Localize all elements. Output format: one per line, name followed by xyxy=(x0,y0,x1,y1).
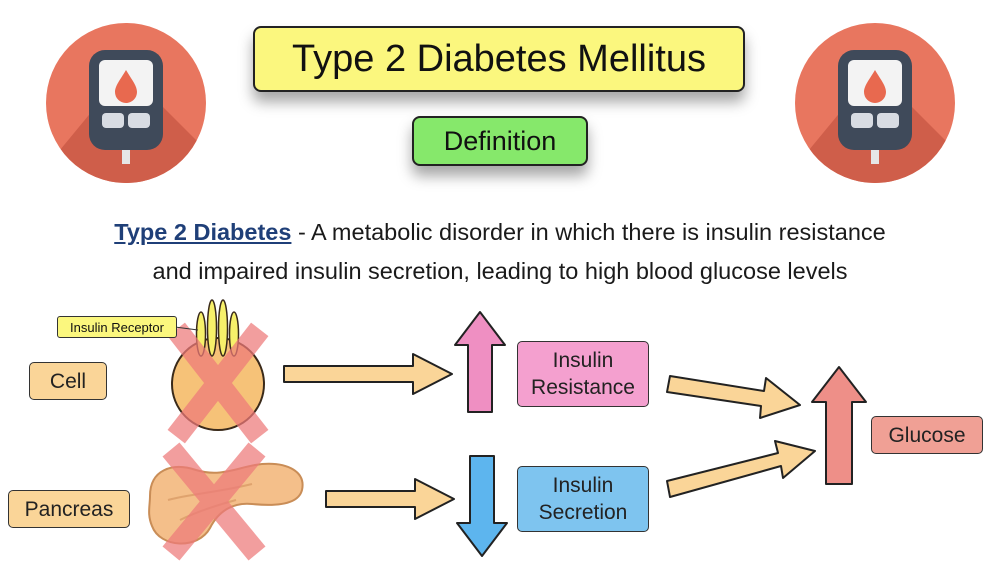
insulin-secretion-box: Insulin Secretion xyxy=(517,466,649,532)
insulin-resistance-line-1: Insulin xyxy=(552,349,614,372)
insulin-secretion-line-2: Secretion xyxy=(538,501,628,524)
up-arrow-glucose xyxy=(811,366,867,485)
cell-cross-mark xyxy=(167,322,269,444)
up-arrow-insulin-resistance xyxy=(454,311,506,413)
page-title: Type 2 Diabetes Mellitus xyxy=(253,26,745,92)
arrow-resistance-to-glucose xyxy=(666,375,801,419)
arrow-right-pancreas xyxy=(325,478,455,520)
definition-line-2: and impaired insulin secretion, leading … xyxy=(152,258,848,284)
arrow-secretion-to-glucose xyxy=(666,440,816,498)
definition-heading: Definition xyxy=(412,116,588,166)
glucometer-icon xyxy=(46,23,206,183)
definition-line-1-text: - A metabolic disorder in which there is… xyxy=(291,219,886,245)
definition-text: Type 2 Diabetes - A metabolic disorder i… xyxy=(20,213,980,291)
insulin-receptor-label: Insulin Receptor xyxy=(57,316,177,338)
receptor-pointer xyxy=(174,326,199,331)
glucose-box: Glucose xyxy=(871,416,983,454)
pancreas-cross-mark xyxy=(162,442,266,561)
glucometer-icon xyxy=(795,23,955,183)
down-arrow-insulin-secretion xyxy=(456,455,508,557)
pancreas-label: Pancreas xyxy=(8,490,130,528)
arrow-right-cell xyxy=(283,353,453,395)
insulin-secretion-line-1: Insulin xyxy=(552,474,614,497)
definition-term: Type 2 Diabetes xyxy=(114,219,292,245)
cell-label: Cell xyxy=(29,362,107,400)
definition-line-1: Type 2 Diabetes - A metabolic disorder i… xyxy=(20,213,980,252)
insulin-resistance-box: Insulin Resistance xyxy=(517,341,649,407)
insulin-resistance-line-2: Resistance xyxy=(531,376,635,399)
